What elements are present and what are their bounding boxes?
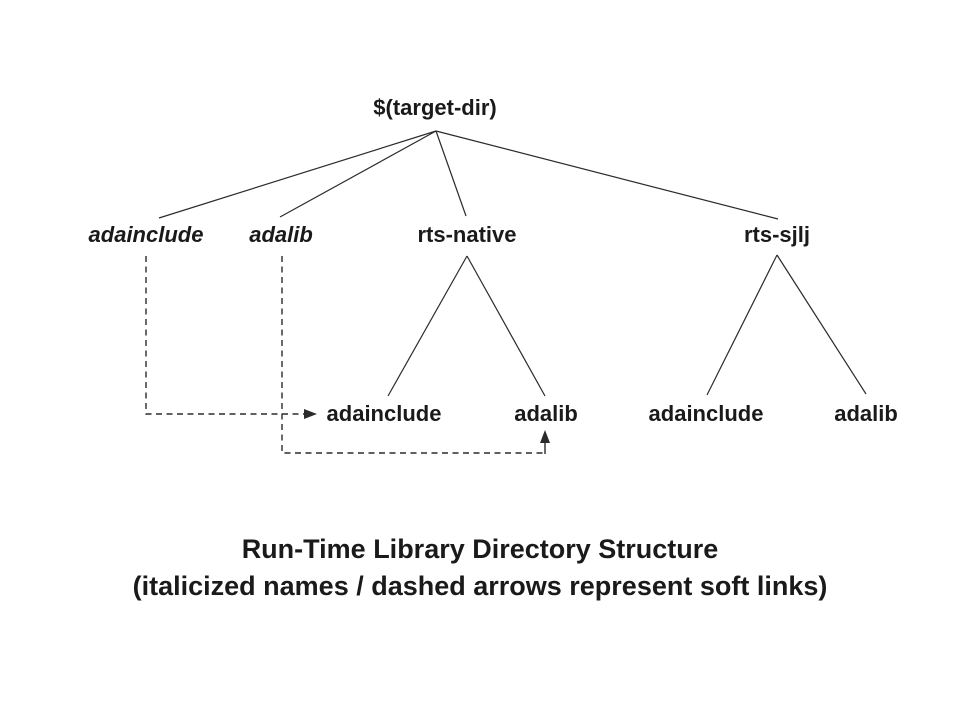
figure-caption: Run-Time Library Directory Structure (it… [0,531,960,605]
softlink-arrowhead-up-icon [540,430,550,443]
edge-root-adainclude-link [158,130,437,219]
edge-rts-native-adainclude [387,255,468,397]
node-rts-sjlj: rts-sjlj [743,222,811,247]
softlink-path-adainclude [145,256,305,415]
edge-rts-sjlj-adainclude [706,254,778,396]
edge-rts-native-adalib [466,255,546,397]
node-rts-sjlj-adainclude: adainclude [648,401,764,426]
caption-subtitle: (italicized names / dashed arrows repres… [132,571,828,601]
node-rts-native-adalib: adalib [514,401,578,426]
solid-edges [158,130,867,397]
node-rts-sjlj-adalib: adalib [834,401,898,426]
soft-link-arrows [145,256,550,454]
node-rts-native: rts-native [417,222,517,247]
caption-title: Run-Time Library Directory Structure [241,534,719,564]
edge-root-rts-native [435,130,467,217]
node-target-dir: $(target-dir) [373,95,497,120]
edge-root-rts-sjlj [435,130,779,220]
node-adalib-softlink: adalib [249,222,313,247]
edge-root-adalib-link [279,130,437,218]
node-adainclude-softlink: adainclude [88,222,204,247]
softlink-path-adalib [281,256,543,454]
edge-rts-sjlj-adalib [776,254,867,395]
softlink-arrowhead-right-icon [304,409,317,419]
node-rts-native-adainclude: adainclude [326,401,442,426]
